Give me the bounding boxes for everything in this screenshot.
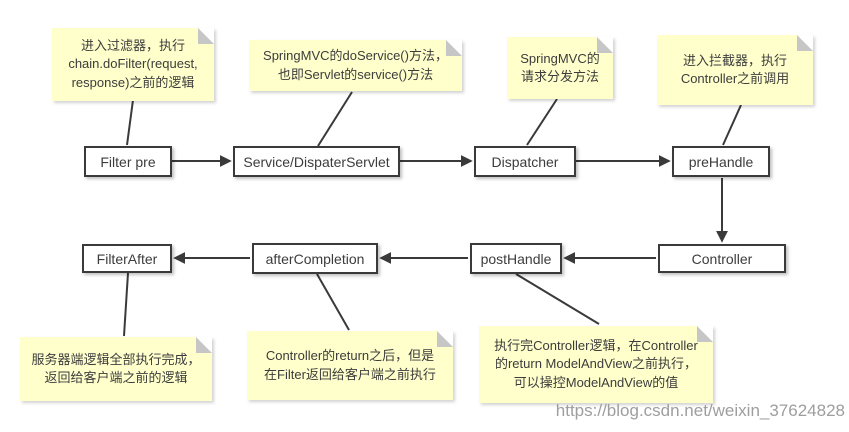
- note-text: SpringMVC的 请求分发方法: [520, 50, 600, 84]
- note-filterafter: 服务器端逻辑全部执行完成， 返回给客户端之前的逻辑: [20, 337, 212, 401]
- note-prehandle: 进入拦截器，执行 Controller之前调用: [657, 35, 813, 105]
- note-text: 进入过滤器，执行 chain.doFilter(request, respons…: [68, 38, 198, 90]
- node-controller: Controller: [658, 244, 786, 273]
- note-text: SpringMVC的doService()方法， 也即Servlet的servi…: [263, 48, 448, 82]
- note-dispatcher-link: [526, 98, 558, 146]
- node-filter-pre: Filter pre: [84, 146, 172, 177]
- note-text: Controller的return之后，但是 在Filter返回给客户端之前执行: [264, 348, 436, 382]
- note-aftercompletion: Controller的return之后，但是 在Filter返回给客户端之前执行: [247, 331, 453, 400]
- note-service: SpringMVC的doService()方法， 也即Servlet的servi…: [249, 40, 462, 91]
- note-filterpre-link: [126, 99, 134, 146]
- node-dispatcher: Dispatcher: [474, 146, 576, 177]
- node-aftercompletion: afterCompletion: [252, 243, 378, 274]
- note-filterafter-link: [123, 272, 129, 337]
- note-text: 进入拦截器，执行 Controller之前调用: [680, 52, 790, 86]
- note-text: 执行完Controller逻辑，在Controller 的return Mode…: [494, 338, 698, 390]
- node-service-dispaterservlet: Service/DispaterServlet: [233, 146, 400, 177]
- node-filterafter: FilterAfter: [82, 244, 172, 273]
- note-prehandle-link: [722, 104, 742, 146]
- note-service-link: [317, 91, 353, 147]
- watermark-url: https://blog.csdn.net/weixin_37624828: [555, 401, 845, 420]
- note-dispatcher: SpringMVC的 请求分发方法: [507, 37, 613, 99]
- note-text: 服务器端逻辑全部执行完成， 返回给客户端之前的逻辑: [31, 351, 201, 385]
- note-posthandle: 执行完Controller逻辑，在Controller 的return Mode…: [479, 326, 713, 403]
- note-aftercompletion-link: [316, 273, 350, 331]
- node-prehandle: preHandle: [672, 146, 770, 177]
- node-posthandle: postHandle: [470, 243, 562, 274]
- note-posthandle-link: [515, 273, 600, 325]
- note-filter-pre: 进入过滤器，执行 chain.doFilter(request, respons…: [52, 28, 214, 101]
